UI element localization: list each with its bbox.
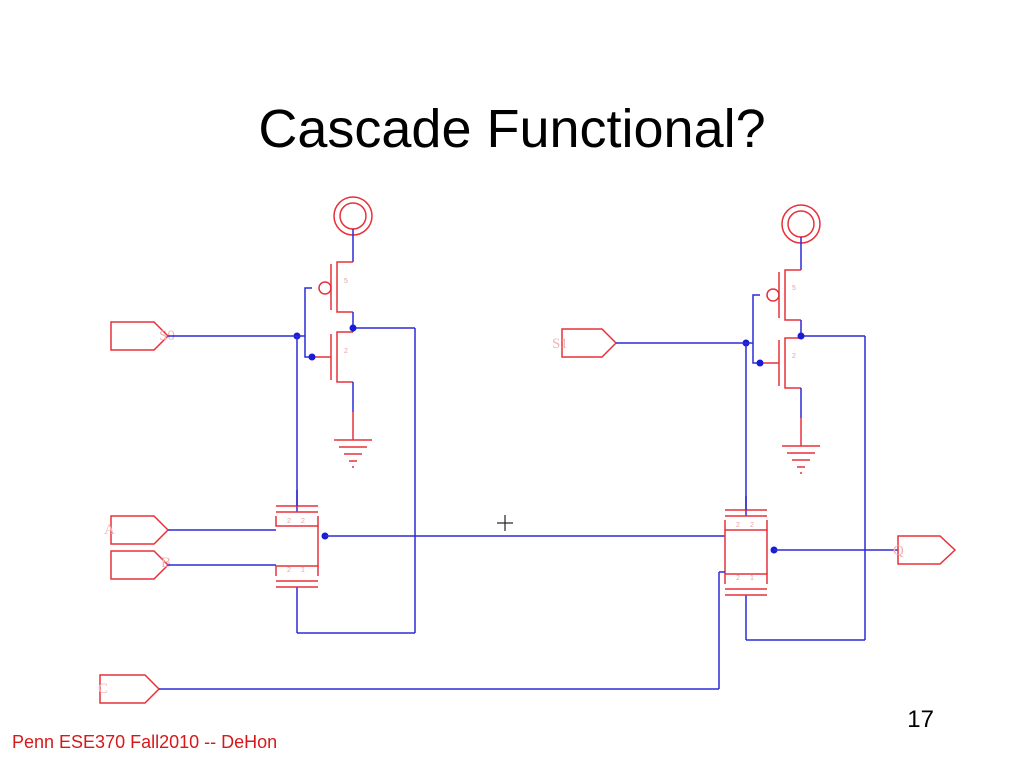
- nmos-left: [330, 331, 353, 383]
- port-s1: S1: [552, 328, 747, 516]
- svg-text:2: 2: [750, 522, 754, 529]
- vdd-symbol-left-inner: [339, 202, 367, 230]
- inverter-left: 5 2: [293, 196, 416, 634]
- pmos-left: [330, 261, 353, 313]
- port-b: B: [110, 550, 276, 580]
- ground-symbol-left: [334, 412, 372, 468]
- svg-text:2: 2: [344, 348, 348, 355]
- svg-text:2: 2: [301, 518, 305, 525]
- svg-text:C: C: [98, 681, 108, 697]
- vdd-symbol-right-inner: [787, 210, 815, 238]
- port-s0: S0: [110, 321, 298, 512]
- pmos-bubble-left: [318, 281, 332, 295]
- transmission-gate-right: 2 2 2 1: [724, 496, 778, 596]
- port-a: A: [104, 515, 276, 545]
- svg-text:2: 2: [736, 522, 740, 529]
- svg-text:5: 5: [344, 278, 348, 285]
- svg-text:Q: Q: [893, 543, 904, 559]
- svg-text:S0: S0: [159, 328, 175, 344]
- svg-text:2: 2: [287, 567, 291, 574]
- svg-text:2: 2: [736, 575, 740, 582]
- transmission-gate-left: 2 2 2 1: [275, 490, 329, 588]
- inverter-right: 5 2: [742, 204, 866, 641]
- pmos-right: [778, 269, 801, 321]
- ground-symbol-right: [782, 418, 820, 474]
- svg-text:A: A: [104, 522, 115, 538]
- port-c: C: [98, 571, 725, 704]
- svg-text:1: 1: [301, 567, 305, 574]
- slide-title: Cascade Functional?: [258, 99, 766, 159]
- svg-text:2: 2: [287, 518, 291, 525]
- svg-text:B: B: [161, 555, 171, 571]
- nmos-right: [778, 337, 801, 389]
- svg-text:5: 5: [792, 285, 796, 292]
- slide-number: 17: [907, 706, 934, 733]
- svg-text:1: 1: [750, 575, 754, 582]
- footer-credit: Penn ESE370 Fall2010 -- DeHon: [12, 732, 278, 752]
- port-q: Q: [774, 535, 957, 565]
- svg-text:S1: S1: [552, 336, 568, 352]
- pmos-bubble-right: [766, 288, 780, 302]
- svg-text:2: 2: [792, 353, 796, 360]
